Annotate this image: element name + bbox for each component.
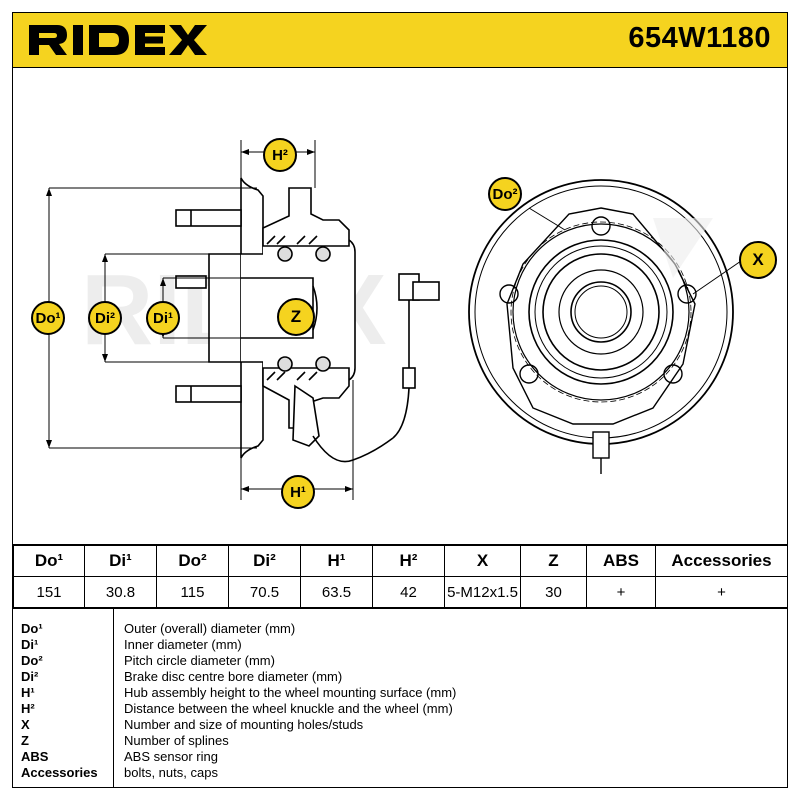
- spec-header-cell: Di¹: [84, 544, 157, 577]
- legend-description: Inner diameter (mm): [124, 637, 242, 652]
- legend-code: X: [21, 717, 30, 732]
- legend: Do¹ Outer (overall) diameter (mm) Di¹ Inner…: [13, 607, 787, 787]
- label-z: Z: [277, 298, 315, 336]
- legend-code: Di²: [21, 669, 39, 684]
- spec-value-cell: +: [586, 576, 656, 609]
- legend-item: Z Number of splines: [13, 733, 787, 749]
- legend-item: X Number and size of mounting holes/studs: [13, 717, 787, 733]
- watermark-shape: [653, 218, 713, 278]
- legend-divider: [113, 607, 114, 787]
- spec-header-cell: ABS: [586, 544, 656, 577]
- legend-code: H²: [21, 701, 35, 716]
- label-di1: Di¹: [146, 301, 180, 335]
- ridex-logo: [29, 25, 207, 55]
- legend-description: Outer (overall) diameter (mm): [124, 621, 296, 636]
- label-do1: Do¹: [31, 301, 65, 335]
- hub-drawing-svg: RIDEX: [46, 140, 742, 500]
- part-number: 654W1180: [628, 22, 771, 54]
- legend-code: Do¹: [21, 621, 43, 636]
- header-bar: 654W1180: [13, 13, 787, 68]
- spec-header-cell: H¹: [300, 544, 373, 577]
- hub-side-view: [175, 177, 440, 463]
- legend-description: Number and size of mounting holes/studs: [124, 717, 364, 732]
- spec-value-cell: 5-M12x1.5: [444, 576, 521, 609]
- legend-item: H¹ Hub assembly height to the wheel mount…: [13, 685, 787, 701]
- legend-description: Number of splines: [124, 733, 229, 748]
- label-h1: H¹: [281, 475, 315, 509]
- legend-description: Pitch circle diameter (mm): [124, 653, 275, 668]
- legend-item: Di² Brake disc centre bore diameter (mm): [13, 669, 787, 685]
- spec-value-cell: 63.5: [300, 576, 373, 609]
- product-sheet: 654W1180 RIDEX: [12, 12, 788, 788]
- spec-header-cell: Z: [520, 544, 587, 577]
- legend-code: Z: [21, 733, 29, 748]
- legend-item: H² Distance between the wheel knuckle and…: [13, 701, 787, 717]
- legend-item: Do² Pitch circle diameter (mm): [13, 653, 787, 669]
- legend-code: Accessories: [21, 765, 98, 780]
- legend-description: Distance between the wheel knuckle and t…: [124, 701, 453, 716]
- technical-drawing: RIDEX: [13, 68, 787, 544]
- spec-value-cell: 30: [520, 576, 587, 609]
- spec-value-cell: 115: [156, 576, 229, 609]
- legend-description: Brake disc centre bore diameter (mm): [124, 669, 343, 684]
- legend-description: Hub assembly height to the wheel mountin…: [124, 685, 457, 700]
- legend-code: Do²: [21, 653, 43, 668]
- spec-header-cell: Di²: [228, 544, 301, 577]
- label-do2: Do²: [488, 177, 522, 211]
- spec-value-cell: +: [655, 576, 788, 609]
- legend-item: Di¹ Inner diameter (mm): [13, 637, 787, 653]
- spec-header-cell: H²: [372, 544, 445, 577]
- legend-description: bolts, nuts, caps: [124, 765, 218, 780]
- label-x: X: [739, 241, 777, 279]
- spec-header-cell: Accessories: [655, 544, 788, 577]
- spec-value-cell: 30.8: [84, 576, 157, 609]
- spec-header-cell: Do¹: [13, 544, 85, 577]
- label-di2: Di²: [88, 301, 122, 335]
- legend-item: Do¹ Outer (overall) diameter (mm): [13, 621, 787, 637]
- legend-item: ABS ABS sensor ring: [13, 749, 787, 765]
- spec-header-cell: Do²: [156, 544, 229, 577]
- spec-value-cell: 70.5: [228, 576, 301, 609]
- spec-value-cell: 42: [372, 576, 445, 609]
- legend-item: Accessories bolts, nuts, caps: [13, 765, 787, 781]
- label-h2: H²: [263, 138, 297, 172]
- legend-code: H¹: [21, 685, 35, 700]
- legend-description: ABS sensor ring: [124, 749, 218, 764]
- legend-code: Di¹: [21, 637, 39, 652]
- spec-value-cell: 151: [13, 576, 85, 609]
- legend-code: ABS: [21, 749, 49, 764]
- spec-header-cell: X: [444, 544, 521, 577]
